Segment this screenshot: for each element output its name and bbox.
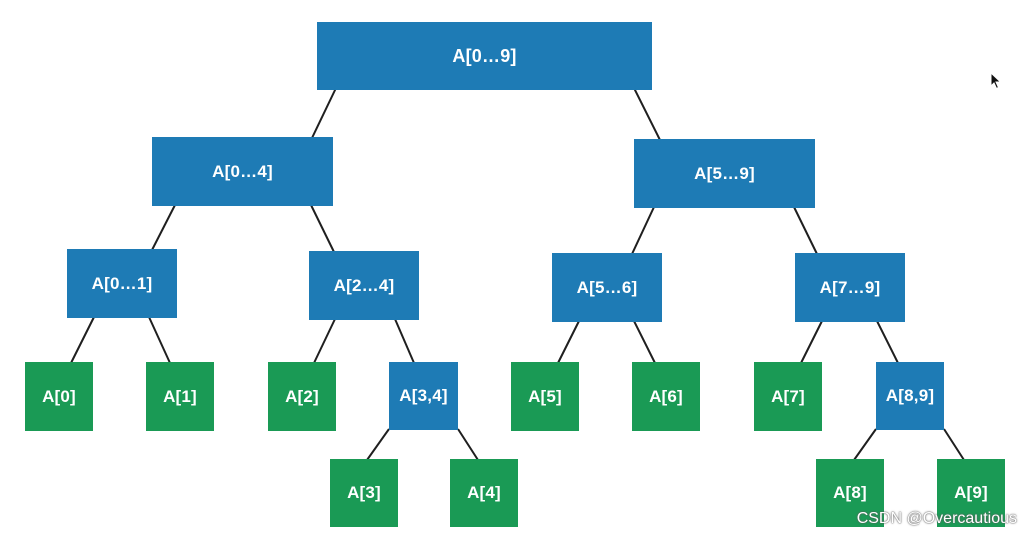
edge-a34-left bbox=[366, 428, 390, 461]
node-leaf-a2: A[2] bbox=[268, 362, 336, 431]
edge-l1b-left bbox=[631, 206, 655, 255]
node-l2-a56: A[5…6] bbox=[552, 253, 662, 322]
edge-a01-left bbox=[70, 316, 95, 364]
node-l2-a01: A[0…1] bbox=[67, 249, 177, 318]
node-leaf-a9: A[9] bbox=[937, 459, 1005, 527]
node-l1-right: A[5…9] bbox=[634, 139, 815, 208]
edge-l1a-left bbox=[151, 204, 176, 251]
edge-a24-left bbox=[313, 318, 336, 364]
node-leaf-a8: A[8] bbox=[816, 459, 884, 527]
node-l3-a34: A[3,4] bbox=[389, 362, 458, 430]
edge-l1a-right bbox=[310, 204, 335, 253]
node-l2-a24: A[2…4] bbox=[309, 251, 419, 320]
edge-root-left bbox=[311, 87, 337, 139]
edge-l1b-right bbox=[793, 206, 818, 255]
edge-a56-right bbox=[633, 320, 656, 364]
node-leaf-a0: A[0] bbox=[25, 362, 93, 431]
edge-a56-left bbox=[557, 320, 580, 364]
node-leaf-a6: A[6] bbox=[632, 362, 700, 431]
node-root: A[0…9] bbox=[317, 22, 652, 90]
edge-a34-right bbox=[457, 428, 479, 461]
node-leaf-a4: A[4] bbox=[450, 459, 518, 527]
node-l2-a79: A[7…9] bbox=[795, 253, 905, 322]
node-l3-a89: A[8,9] bbox=[876, 362, 944, 430]
node-l1-left: A[0…4] bbox=[152, 137, 333, 206]
node-leaf-a1: A[1] bbox=[146, 362, 214, 431]
watermark: CSDN @Overcautious bbox=[856, 510, 1017, 527]
node-leaf-a7: A[7] bbox=[754, 362, 822, 431]
edge-a24-right bbox=[394, 318, 415, 364]
edge-a89-left bbox=[853, 428, 877, 461]
node-leaf-a3: A[3] bbox=[330, 459, 398, 527]
edge-a79-left bbox=[800, 320, 823, 364]
mouse-cursor-icon bbox=[990, 72, 1002, 90]
edge-a79-right bbox=[876, 320, 899, 364]
edge-a01-right bbox=[148, 316, 171, 364]
edge-a89-right bbox=[943, 428, 965, 461]
edge-root-right bbox=[633, 87, 661, 141]
node-leaf-a5: A[5] bbox=[511, 362, 579, 431]
